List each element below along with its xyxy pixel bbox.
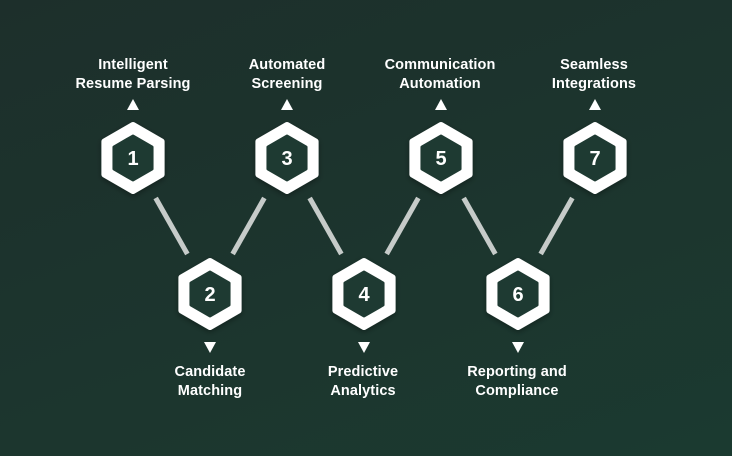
- step-3-hexagon: 3: [255, 122, 319, 194]
- step-5-label: Communication Automation: [384, 57, 496, 92]
- step-6-hexagon: 6: [486, 258, 550, 330]
- step-3-number: 3: [281, 148, 292, 170]
- down-triangle-icon: [358, 342, 370, 353]
- step-1-number: 1: [127, 148, 138, 170]
- step-1-label: Intelligent Resume Parsing: [75, 57, 191, 92]
- step-6-label: Reporting and Compliance: [467, 364, 567, 399]
- hexagon-inner: [420, 134, 462, 182]
- hexagon-inner: [497, 270, 539, 318]
- connector-2-3: [230, 196, 267, 256]
- step-3-label: Automated Screening: [248, 57, 326, 92]
- up-triangle-icon: [435, 99, 447, 110]
- connector-3-4: [307, 196, 344, 256]
- step-2-hexagon: 2: [178, 258, 242, 330]
- step-5-hexagon: 5: [409, 122, 473, 194]
- step-6-number: 6: [512, 284, 523, 306]
- hexagon-inner: [266, 134, 308, 182]
- step-7-hexagon: 7: [563, 122, 627, 194]
- down-triangle-icon: [204, 342, 216, 353]
- step-1-hexagon: 1: [101, 122, 165, 194]
- step-nodes: 1 2 3 4 5 6 7: [101, 122, 627, 330]
- step-5-number: 5: [435, 148, 446, 170]
- up-triangle-icon: [589, 99, 601, 110]
- up-triangle-icon: [281, 99, 293, 110]
- connector-5-6: [461, 196, 498, 256]
- connector-lines: [153, 196, 575, 256]
- step-2-number: 2: [204, 284, 215, 306]
- down-triangle-icon: [512, 342, 524, 353]
- step-7-number: 7: [589, 148, 600, 170]
- hexagon-inner: [112, 134, 154, 182]
- hexagon-inner: [189, 270, 231, 318]
- step-4-hexagon: 4: [332, 258, 396, 330]
- up-triangle-icon: [127, 99, 139, 110]
- step-4-number: 4: [358, 284, 370, 306]
- step-7-label: Seamless Integrations: [551, 57, 637, 92]
- connector-4-5: [384, 196, 421, 256]
- hexagon-inner: [574, 134, 616, 182]
- step-4-label: Predictive Analytics: [327, 364, 399, 399]
- connector-1-2: [153, 196, 190, 256]
- hexagon-inner: [343, 270, 385, 318]
- step-arrows: [127, 99, 601, 353]
- step-2-label: Candidate Matching: [174, 364, 246, 399]
- connector-6-7: [538, 196, 575, 256]
